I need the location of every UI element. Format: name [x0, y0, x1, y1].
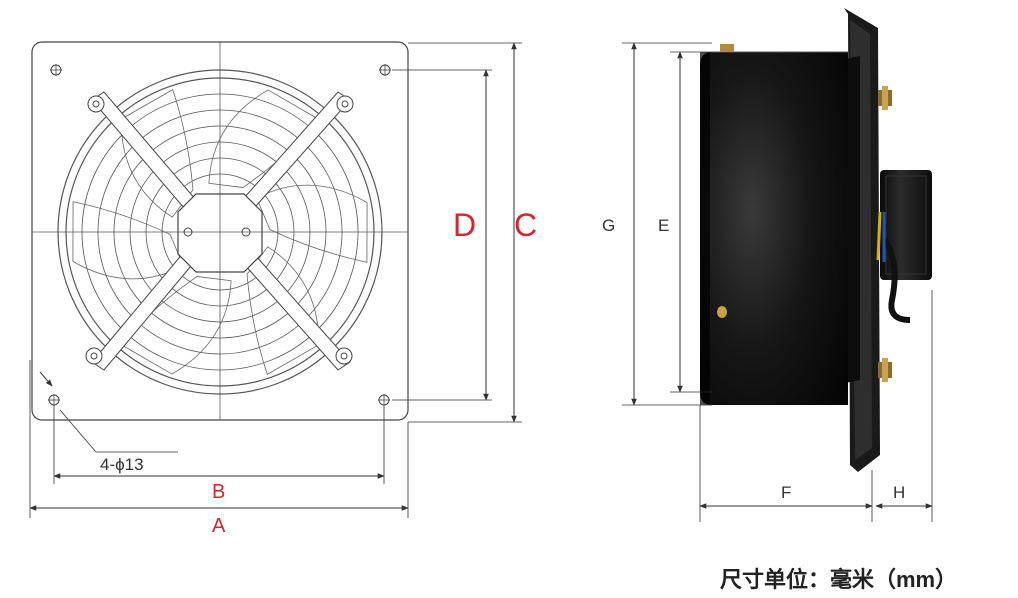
fan-guard-rings [57, 69, 383, 395]
guard-ring [129, 141, 311, 323]
junction-box [880, 170, 932, 280]
fan-blade [72, 201, 184, 280]
fan-blade [256, 184, 368, 263]
mounting-hole-top-left [50, 64, 62, 76]
guard-ring [145, 157, 295, 307]
guard-ring [161, 173, 279, 291]
front-view: D C B A 4-ϕ13 [29, 41, 537, 537]
dimension-b [53, 406, 385, 484]
label-c: C [514, 207, 537, 243]
fan-housing [700, 52, 848, 405]
guard-ring [57, 69, 383, 395]
label-b: B [212, 481, 225, 503]
mounting-hole-bottom-left [48, 394, 60, 406]
guard-struts [91, 91, 351, 371]
mounting-hole-top-right [379, 64, 391, 76]
fan-blade [120, 89, 194, 218]
mounting-hole-bottom-right [378, 394, 390, 406]
guard-ring [81, 93, 359, 371]
strut-bolts [85, 95, 354, 365]
fan-blade [246, 246, 320, 375]
label-g: G [602, 216, 615, 235]
dimension-f [699, 405, 873, 522]
label-a: A [212, 515, 226, 537]
dimension-e [670, 51, 712, 393]
dimension-h [875, 290, 933, 522]
frame-bolts [878, 86, 892, 382]
label-e: E [658, 216, 669, 235]
label-h: H [893, 483, 905, 502]
side-view: G E F H [602, 8, 933, 522]
dimension-c [408, 42, 522, 423]
dimension-d [392, 69, 492, 401]
dimension-g [622, 42, 712, 406]
hole-note: 4-ϕ13 [100, 455, 144, 474]
guard-ring [97, 109, 343, 355]
guard-ring [113, 125, 327, 339]
guard-ring [65, 77, 375, 387]
label-d: D [453, 207, 476, 243]
unit-note: 尺寸单位：毫米（mm） [720, 567, 957, 592]
label-f: F [781, 483, 791, 502]
hole-callout [39, 371, 178, 453]
dimension-a [29, 360, 409, 518]
fan-hub [177, 193, 263, 273]
